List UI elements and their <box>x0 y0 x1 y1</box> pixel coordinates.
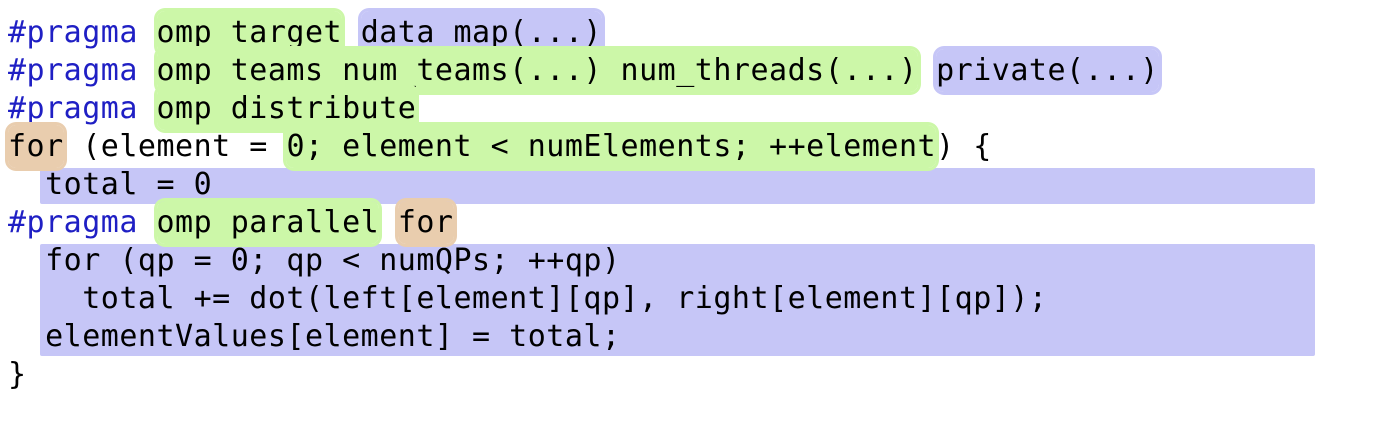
code-token-green: 0; element < numElements; ++element <box>286 125 937 168</box>
code-token-tan: for <box>8 125 64 168</box>
code-token-plain: total = 0 <box>8 167 213 202</box>
code-line: elementValues[element] = total; <box>0 318 1390 356</box>
code-line: #pragma omp target data map(...) <box>0 11 1390 54</box>
code-token-plain <box>379 201 398 244</box>
code-token-green: omp distribute <box>156 87 417 130</box>
code-token-green: omp teams num_teams(...) num_threads(...… <box>156 49 918 92</box>
code-line: #pragma omp parallel for <box>0 201 1390 244</box>
code-token-plain: total += dot(left[element][qp], right[el… <box>8 281 1048 316</box>
code-line: for (element = 0; element < numElements;… <box>0 125 1390 168</box>
code-token-plain: ) { <box>936 129 992 164</box>
code-token-plain <box>342 11 361 54</box>
code-line: } <box>0 356 1390 394</box>
code-line: for (qp = 0; qp < numQPs; ++qp) <box>0 242 1390 280</box>
code-token-plain: for (qp = 0; qp < numQPs; ++qp) <box>8 243 621 278</box>
code-token-plain: } <box>8 357 27 392</box>
code-token-purple: data map(...) <box>360 11 602 54</box>
code-line: total = 0 <box>0 166 1390 204</box>
code-token-green: omp target <box>156 11 343 54</box>
code-block-highlight <box>40 244 1315 356</box>
code-token-plain <box>138 11 157 54</box>
code-line: #pragma omp distribute <box>0 87 1390 130</box>
code-line: #pragma omp teams num_teams(...) num_thr… <box>0 49 1390 92</box>
code-line: total += dot(left[element][qp], right[el… <box>0 280 1390 318</box>
code-token-plain <box>918 49 937 92</box>
code-block-highlight <box>40 168 1315 204</box>
code-token-pragma: #pragma <box>8 91 138 126</box>
code-token-purple: private(...) <box>936 49 1159 92</box>
code-token-green: omp parallel <box>156 201 380 244</box>
code-token-pragma: #pragma <box>8 205 138 240</box>
code-token-tan: for <box>397 201 454 244</box>
code-token-plain: (element = <box>63 129 287 164</box>
code-token-plain <box>138 49 157 92</box>
code-token-pragma: #pragma <box>8 15 138 50</box>
code-token-pragma: #pragma <box>8 53 138 88</box>
code-token-plain <box>138 201 157 244</box>
code-token-plain <box>138 87 157 130</box>
code-token-plain: elementValues[element] = total; <box>8 319 621 354</box>
